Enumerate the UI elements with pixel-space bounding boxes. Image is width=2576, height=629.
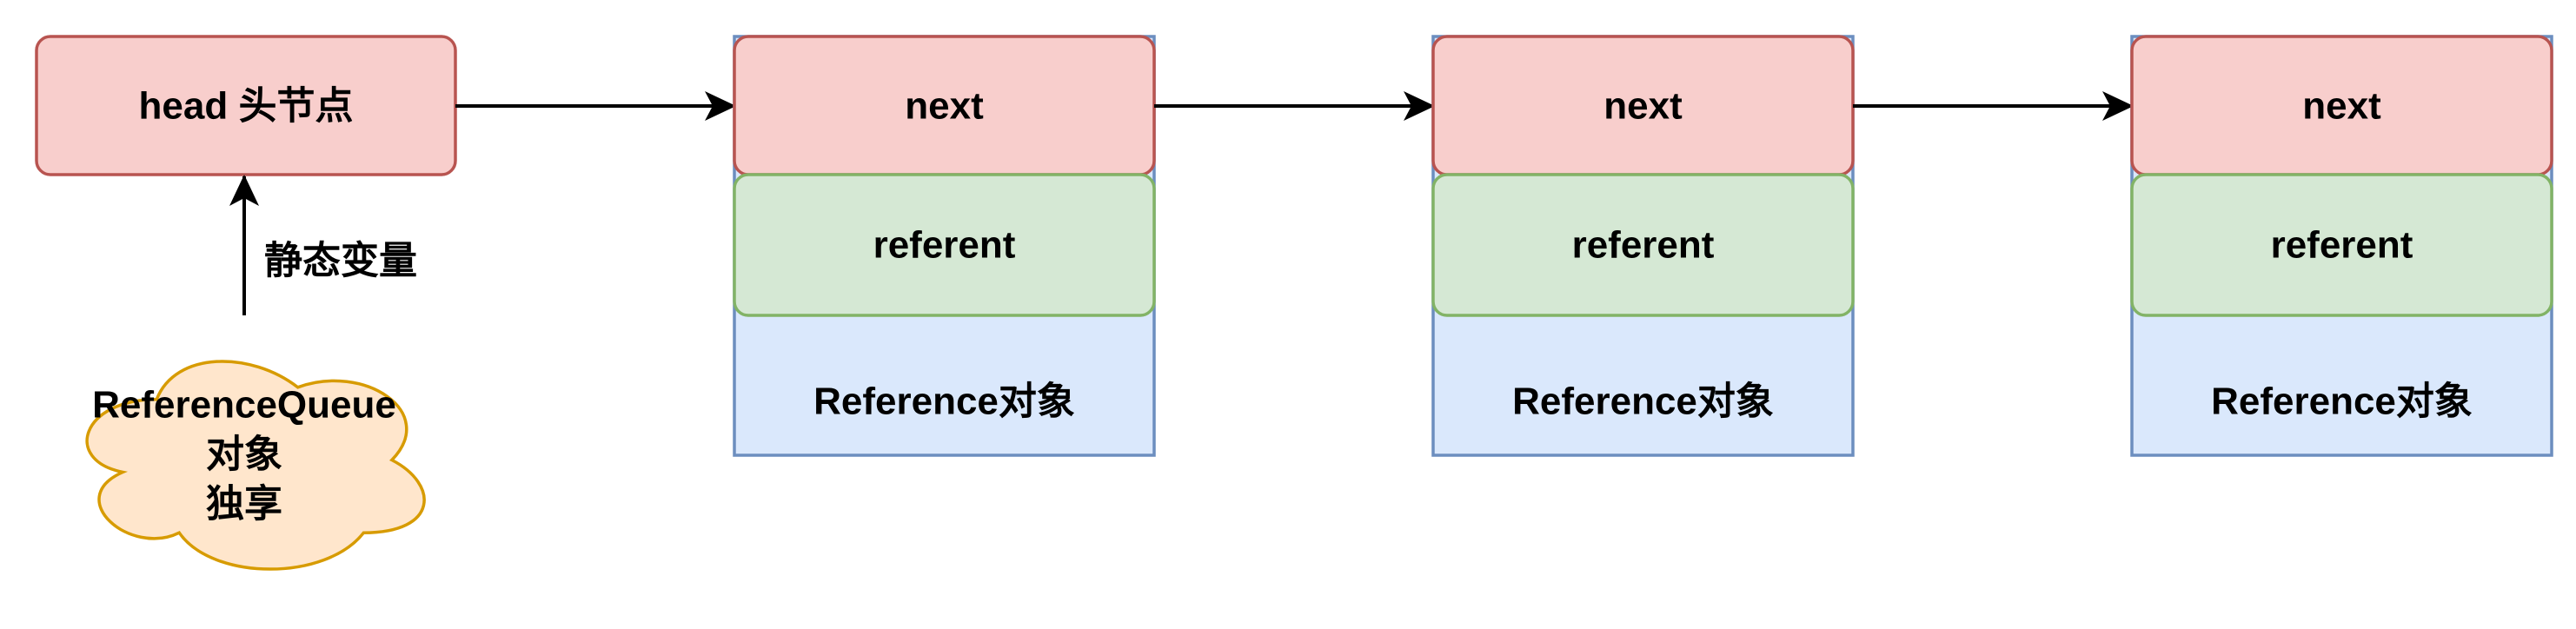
reference-node-1: next referent Reference对象 — [733, 35, 1156, 457]
reference-node-1-referent-label: referent — [873, 224, 1016, 267]
reference-node-2-next-label: next — [1603, 85, 1683, 128]
head-node-label: head 头节点 — [139, 85, 354, 128]
reference-node-3-referent-box — [2130, 173, 2553, 317]
reference-queue-label-line-2: 对象 — [206, 434, 282, 476]
reference-node-2: next referent Reference对象 — [1431, 35, 1855, 457]
reference-node-3-referent-label: referent — [2271, 224, 2413, 267]
reference-node-3-next-label: next — [2302, 85, 2381, 128]
reference-node-1-next-label: next — [905, 85, 984, 128]
reference-node-1-type-label: Reference对象 — [813, 381, 1075, 423]
reference-node-3: next referent Reference对象 — [2130, 35, 2553, 457]
head-node: head 头节点 — [35, 35, 457, 176]
reference-node-2-type-label: Reference对象 — [1512, 381, 1774, 423]
reference-node-1-referent-box — [733, 173, 1156, 317]
reference-queue-label-line-3: 独享 — [206, 483, 282, 526]
reference-queue-label-line-1: ReferenceQueue — [92, 384, 396, 427]
reference-queue-cloud-shape — [85, 360, 426, 571]
reference-node-3-type-label: Reference对象 — [2211, 381, 2473, 423]
reference-node-2-referent-box — [1431, 173, 1855, 317]
reference-node-2-referent-label: referent — [1572, 224, 1715, 267]
edge-label-static-variable: 静态变量 — [264, 240, 417, 282]
reference-queue-cloud: ReferenceQueue 对象 独享 — [85, 360, 426, 571]
